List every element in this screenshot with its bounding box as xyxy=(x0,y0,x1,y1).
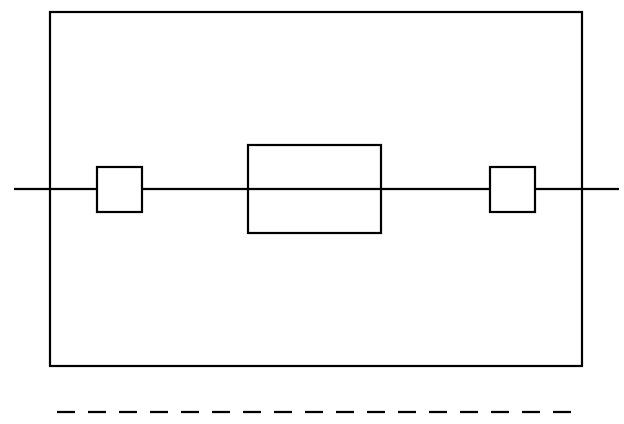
left-small-box xyxy=(95,165,144,214)
right-small-box xyxy=(488,165,537,214)
center-element xyxy=(246,143,383,235)
